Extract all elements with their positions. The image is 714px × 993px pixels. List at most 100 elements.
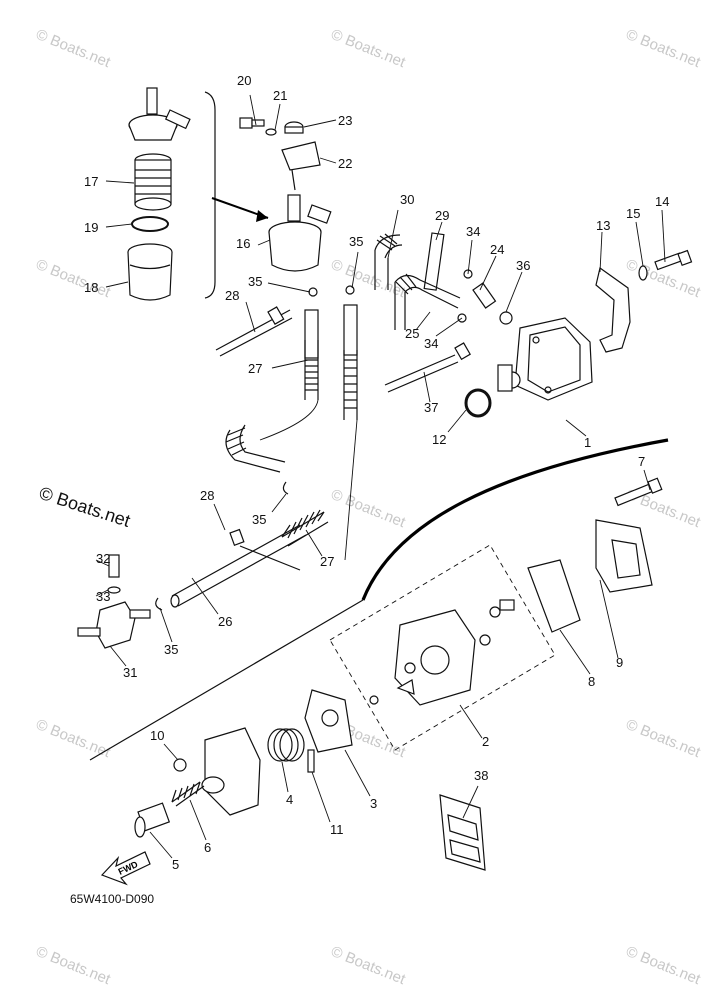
gasket-9 [595, 519, 653, 593]
callout-8: 8 [588, 674, 595, 689]
filter-cup-18 [127, 243, 173, 301]
screw-32 [108, 554, 120, 578]
nut-10 [173, 758, 187, 772]
washer-15 [638, 265, 648, 281]
o-ring-19 [131, 216, 169, 232]
callout-23: 23 [338, 113, 352, 128]
exploded-view-bracket [204, 91, 216, 299]
watermarks: © Boats.net © Boats.net © Boats.net © Bo… [34, 26, 704, 989]
hose-27-right [343, 304, 358, 420]
callout-18: 18 [84, 280, 98, 295]
callout-11: 11 [330, 822, 344, 837]
pump-body-2 [369, 599, 515, 706]
zip-tie-head [267, 306, 285, 325]
watermark: © Boats.net [34, 26, 114, 72]
plate-3 [304, 689, 353, 753]
zip-tie-37 [384, 354, 459, 393]
callout-7: 7 [638, 454, 645, 469]
callout-5: 5 [172, 857, 179, 872]
callout-30: 30 [400, 192, 414, 207]
callout-21: 21 [273, 88, 287, 103]
callout-35d: 35 [164, 642, 178, 657]
zip-tie-head [454, 342, 471, 361]
clip-35 [155, 597, 163, 611]
callout-36: 36 [516, 258, 530, 273]
fwd-arrow: FWD [100, 851, 151, 886]
callout-6: 6 [204, 840, 211, 855]
pin-11 [307, 749, 315, 773]
caution-label-38 [439, 794, 486, 871]
hose-27-left [304, 309, 319, 400]
callout-37: 37 [424, 400, 438, 415]
clip-35 [308, 287, 318, 297]
callout-9: 9 [616, 655, 623, 670]
filter-element-17 [134, 153, 172, 211]
callout-22: 22 [338, 156, 352, 171]
bolt-14 [654, 249, 693, 271]
callout-14: 14 [655, 194, 669, 209]
bracket-13 [595, 266, 631, 353]
watermark: © Boats.net [329, 943, 409, 988]
spring-6 [171, 781, 205, 807]
callout-34a: 34 [466, 224, 480, 239]
bolt-7 [614, 477, 663, 507]
diagram-code: 65W4100-D090 [70, 892, 154, 906]
section-divider-arc [361, 438, 669, 601]
callout-26: 26 [218, 614, 232, 629]
watermark: © Boats.net [329, 486, 409, 532]
zip-tie-head [229, 528, 245, 546]
watermark: © Boats.net [34, 256, 114, 302]
hose-elbow [225, 424, 286, 473]
callout-28b: 28 [200, 488, 214, 503]
callout-31: 31 [123, 665, 137, 680]
hose-25 [394, 273, 461, 330]
plunger-5 [134, 802, 171, 838]
callout-12: 12 [432, 432, 446, 447]
callout-19: 19 [84, 220, 98, 235]
callout-25: 25 [405, 326, 419, 341]
callouts: 20 21 23 22 17 19 18 16 35 35 30 29 34 2… [84, 73, 669, 872]
callout-24: 24 [490, 242, 504, 257]
callout-20: 20 [237, 73, 251, 88]
washer-21 [265, 128, 277, 136]
callout-29: 29 [435, 208, 449, 223]
fuel-joint-31 [77, 601, 151, 649]
callout-28a: 28 [225, 288, 239, 303]
bracket-22 [281, 141, 321, 191]
watermark: © Boats.net [329, 256, 409, 302]
hose-30 [374, 233, 403, 290]
callout-27b: 27 [320, 554, 334, 569]
leader-lines [95, 94, 666, 859]
joint-24 [472, 282, 497, 309]
section-divider-line [89, 599, 364, 761]
clip-34 [463, 269, 473, 279]
fuel-filter-16 [268, 194, 332, 272]
callout-27a: 27 [248, 361, 262, 376]
callout-15: 15 [626, 206, 640, 221]
watermark: © Boats.net [34, 943, 114, 988]
watermark: © Boats.net [624, 943, 704, 988]
callout-33: 33 [96, 589, 110, 604]
callout-32: 32 [96, 551, 110, 566]
copyright-text: © Boats.net [37, 483, 133, 531]
callout-34b: 34 [424, 336, 438, 351]
clip-36 [499, 311, 513, 325]
callout-35a: 35 [248, 274, 262, 289]
watermark: © Boats.net [624, 26, 704, 72]
clip-34 [457, 313, 467, 323]
callout-38: 38 [474, 768, 488, 783]
callout-10: 10 [150, 728, 164, 743]
spring-27-lower [281, 509, 329, 547]
bolt-20 [239, 117, 265, 129]
callout-35b: 35 [349, 234, 363, 249]
clip-35 [345, 285, 355, 295]
spring-4 [267, 728, 305, 762]
callout-4: 4 [286, 792, 293, 807]
hose-line [259, 399, 319, 441]
callout-16: 16 [236, 236, 250, 251]
nut-23 [284, 121, 304, 134]
hose-26 [170, 524, 307, 608]
assembly-outline-2 [329, 544, 556, 751]
